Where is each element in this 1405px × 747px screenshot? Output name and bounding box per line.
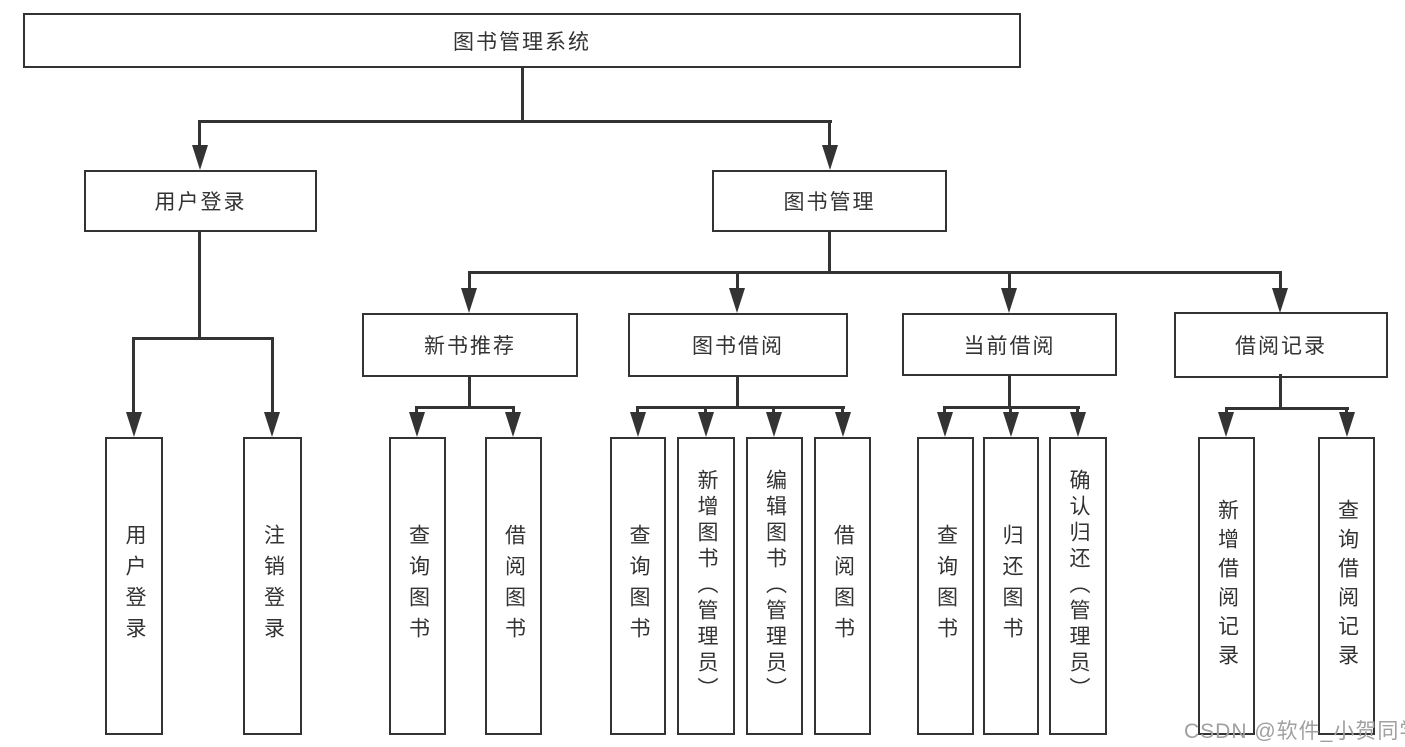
node-book-management-system: 图书管理系统 bbox=[23, 13, 1021, 68]
connector-line bbox=[1345, 407, 1348, 415]
leaf-label: 新增借阅记录 bbox=[1215, 499, 1239, 673]
leaf-label: 归还图书 bbox=[1000, 524, 1023, 648]
node-borrow-book: 借阅图书 bbox=[814, 437, 871, 735]
connector-line bbox=[415, 406, 515, 409]
node-logout: 注销登录 bbox=[243, 437, 302, 735]
node-borrow-records: 借阅记录 bbox=[1174, 312, 1388, 378]
arrow-down-icon bbox=[766, 412, 782, 437]
connector-line bbox=[198, 120, 201, 148]
arrow-down-icon bbox=[1218, 412, 1234, 437]
connector-line bbox=[1008, 271, 1011, 291]
arrow-down-icon bbox=[822, 145, 838, 170]
connector-line bbox=[468, 271, 1282, 274]
arrow-down-icon bbox=[1001, 288, 1017, 313]
arrow-down-icon bbox=[461, 288, 477, 313]
arrow-down-icon bbox=[1070, 412, 1086, 437]
leaf-label: 编辑图书（管理员） bbox=[763, 469, 787, 703]
connector-line bbox=[521, 68, 524, 122]
node-user-login: 用户登录 bbox=[84, 170, 317, 232]
csdn-watermark: CSDN @软件_小贺同学 bbox=[1184, 720, 1405, 743]
node-query-books: 查询图书 bbox=[917, 437, 974, 735]
node-new-book-recommend: 新书推荐 bbox=[362, 313, 578, 377]
connector-line bbox=[736, 377, 739, 409]
connector-line bbox=[772, 406, 775, 415]
node-current-borrow: 当前借阅 bbox=[902, 313, 1117, 376]
arrow-down-icon bbox=[698, 412, 714, 437]
node-add-book-admin: 新增图书（管理员） bbox=[677, 437, 735, 735]
connector-line bbox=[415, 406, 418, 415]
arrow-down-icon bbox=[1003, 412, 1019, 437]
connector-line bbox=[1225, 407, 1228, 415]
connector-line bbox=[512, 406, 515, 415]
node-query-borrow-record: 查询借阅记录 bbox=[1318, 437, 1375, 735]
leaf-label: 查询图书 bbox=[406, 524, 430, 648]
leaf-label: 借阅图书 bbox=[831, 524, 855, 648]
arrow-down-icon bbox=[1339, 412, 1355, 437]
connector-line bbox=[1279, 374, 1282, 409]
connector-line bbox=[736, 271, 739, 291]
node-borrow-book: 借阅图书 bbox=[485, 437, 542, 735]
node-query-books: 查询图书 bbox=[610, 437, 666, 735]
node-query-books: 查询图书 bbox=[389, 437, 446, 735]
connector-line bbox=[1225, 407, 1349, 410]
connector-line bbox=[704, 406, 707, 415]
arrow-down-icon bbox=[1272, 288, 1288, 313]
leaf-label: 新增图书（管理员） bbox=[695, 469, 718, 703]
arrow-down-icon bbox=[729, 288, 745, 313]
leaf-label: 查询图书 bbox=[627, 524, 650, 648]
node-edit-book-admin: 编辑图书（管理员） bbox=[746, 437, 803, 735]
arrow-down-icon bbox=[264, 412, 280, 437]
arrow-down-icon bbox=[630, 412, 646, 437]
leaf-label: 注销登录 bbox=[261, 524, 285, 648]
arrow-down-icon bbox=[409, 412, 425, 437]
connector-line bbox=[841, 406, 844, 415]
connector-line bbox=[132, 337, 274, 340]
leaf-label: 查询图书 bbox=[934, 524, 958, 648]
leaf-label: 借阅图书 bbox=[502, 524, 526, 648]
arrow-down-icon bbox=[505, 412, 521, 437]
connector-line bbox=[1076, 406, 1079, 415]
node-confirm-return-admin: 确认归还（管理员） bbox=[1049, 437, 1107, 735]
connector-line bbox=[636, 406, 639, 415]
connector-line bbox=[468, 271, 471, 291]
arrow-down-icon bbox=[835, 412, 851, 437]
arrow-down-icon bbox=[192, 145, 208, 170]
node-book-management: 图书管理 bbox=[712, 170, 947, 232]
connector-line bbox=[1279, 271, 1282, 291]
leaf-label: 用户登录 bbox=[123, 524, 146, 648]
connector-line bbox=[198, 232, 201, 340]
leaf-label: 查询借阅记录 bbox=[1335, 499, 1359, 673]
connector-line bbox=[1009, 406, 1012, 415]
arrow-down-icon bbox=[126, 412, 142, 437]
connector-line bbox=[828, 120, 831, 148]
connector-line bbox=[943, 406, 946, 415]
arrow-down-icon bbox=[937, 412, 953, 437]
connector-line bbox=[199, 120, 832, 123]
connector-line bbox=[468, 377, 471, 409]
leaf-label: 确认归还（管理员） bbox=[1067, 469, 1090, 703]
connector-line bbox=[132, 337, 135, 415]
node-return-book: 归还图书 bbox=[983, 437, 1039, 735]
connector-line bbox=[828, 232, 831, 274]
connector-line bbox=[636, 406, 845, 409]
node-user-login-leaf: 用户登录 bbox=[105, 437, 163, 735]
connector-line bbox=[271, 337, 274, 415]
node-add-borrow-record: 新增借阅记录 bbox=[1198, 437, 1255, 735]
node-book-borrow: 图书借阅 bbox=[628, 313, 848, 377]
connector-line bbox=[1008, 376, 1011, 409]
